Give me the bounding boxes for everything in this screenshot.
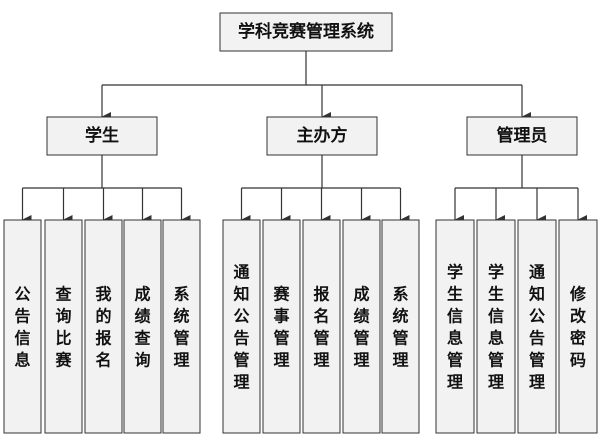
- group-node: [266, 116, 378, 156]
- leaf-node: [435, 219, 475, 434]
- root-label: 学科竞赛管理系统: [238, 21, 374, 42]
- leaf-label: 公告信息: [14, 285, 30, 370]
- leaf-node: [302, 219, 341, 434]
- leaf-label: 学生信息管理: [447, 263, 463, 392]
- leaf-node: [123, 219, 162, 434]
- leaf-node: [558, 219, 598, 434]
- group-label: 管理员: [497, 125, 548, 146]
- leaf-node: [381, 219, 420, 434]
- leaf-label: 学生信息管理: [488, 263, 504, 392]
- leaf-label: 成绩管理: [353, 285, 369, 370]
- leaf-label: 成绩查询: [134, 285, 150, 370]
- group-label: 主办方: [297, 125, 348, 146]
- leaf-label: 系统管理: [173, 285, 189, 370]
- leaf-node: [44, 219, 83, 434]
- leaf-node: [162, 219, 201, 434]
- connectors: [21, 51, 587, 225]
- leaf-label: 通知公告管理: [233, 263, 249, 392]
- leaf-node: [3, 219, 42, 434]
- leaf-node: [476, 219, 516, 434]
- leaf-label: 通知公告管理: [529, 263, 545, 392]
- leaf-label: 系统管理: [392, 285, 408, 370]
- group-node: [466, 116, 578, 156]
- leaf-node: [342, 219, 381, 434]
- leaf-label: 查询比赛: [54, 285, 72, 370]
- group-label: 学生: [85, 125, 119, 146]
- leaf-node: [262, 219, 301, 434]
- leaf-label: 赛事管理: [272, 285, 290, 370]
- root-node: [219, 12, 393, 52]
- leaf-node: [222, 219, 261, 434]
- leaf-label: 修改密码: [569, 285, 587, 370]
- leaf-label: 我的报名: [95, 285, 111, 370]
- leaf-label: 报名管理: [313, 285, 329, 370]
- leaf-node: [517, 219, 557, 434]
- group-node: [46, 116, 158, 156]
- leaf-node: [84, 219, 123, 434]
